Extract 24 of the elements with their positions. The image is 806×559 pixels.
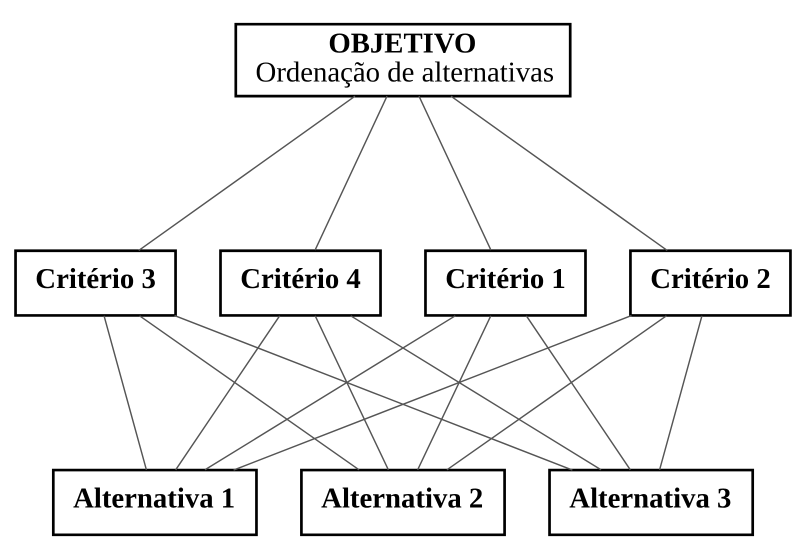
connector <box>139 315 360 470</box>
connector <box>314 316 389 470</box>
node-box: OBJETIVO Ordenação de alternativas <box>234 22 572 98</box>
connector <box>658 316 703 470</box>
connector <box>314 96 388 250</box>
node-box: Critério 4 <box>219 249 382 317</box>
connector <box>417 316 492 470</box>
connector <box>175 315 280 470</box>
connector <box>204 315 456 470</box>
node-box: Alternativa 1 <box>52 468 258 536</box>
node-box: Critério 1 <box>424 249 587 317</box>
node-box: Alternativa 3 <box>548 468 754 536</box>
connector <box>418 96 492 250</box>
connector <box>174 314 573 471</box>
node-box: Critério 2 <box>629 249 792 317</box>
node-box: Alternativa 2 <box>300 468 506 536</box>
connector <box>103 316 148 470</box>
connector <box>138 96 356 252</box>
connector <box>350 315 602 470</box>
connector <box>526 315 631 470</box>
connector <box>446 315 667 470</box>
connector <box>233 314 632 471</box>
connector <box>450 96 668 252</box>
node-box: Critério 3 <box>14 249 177 317</box>
